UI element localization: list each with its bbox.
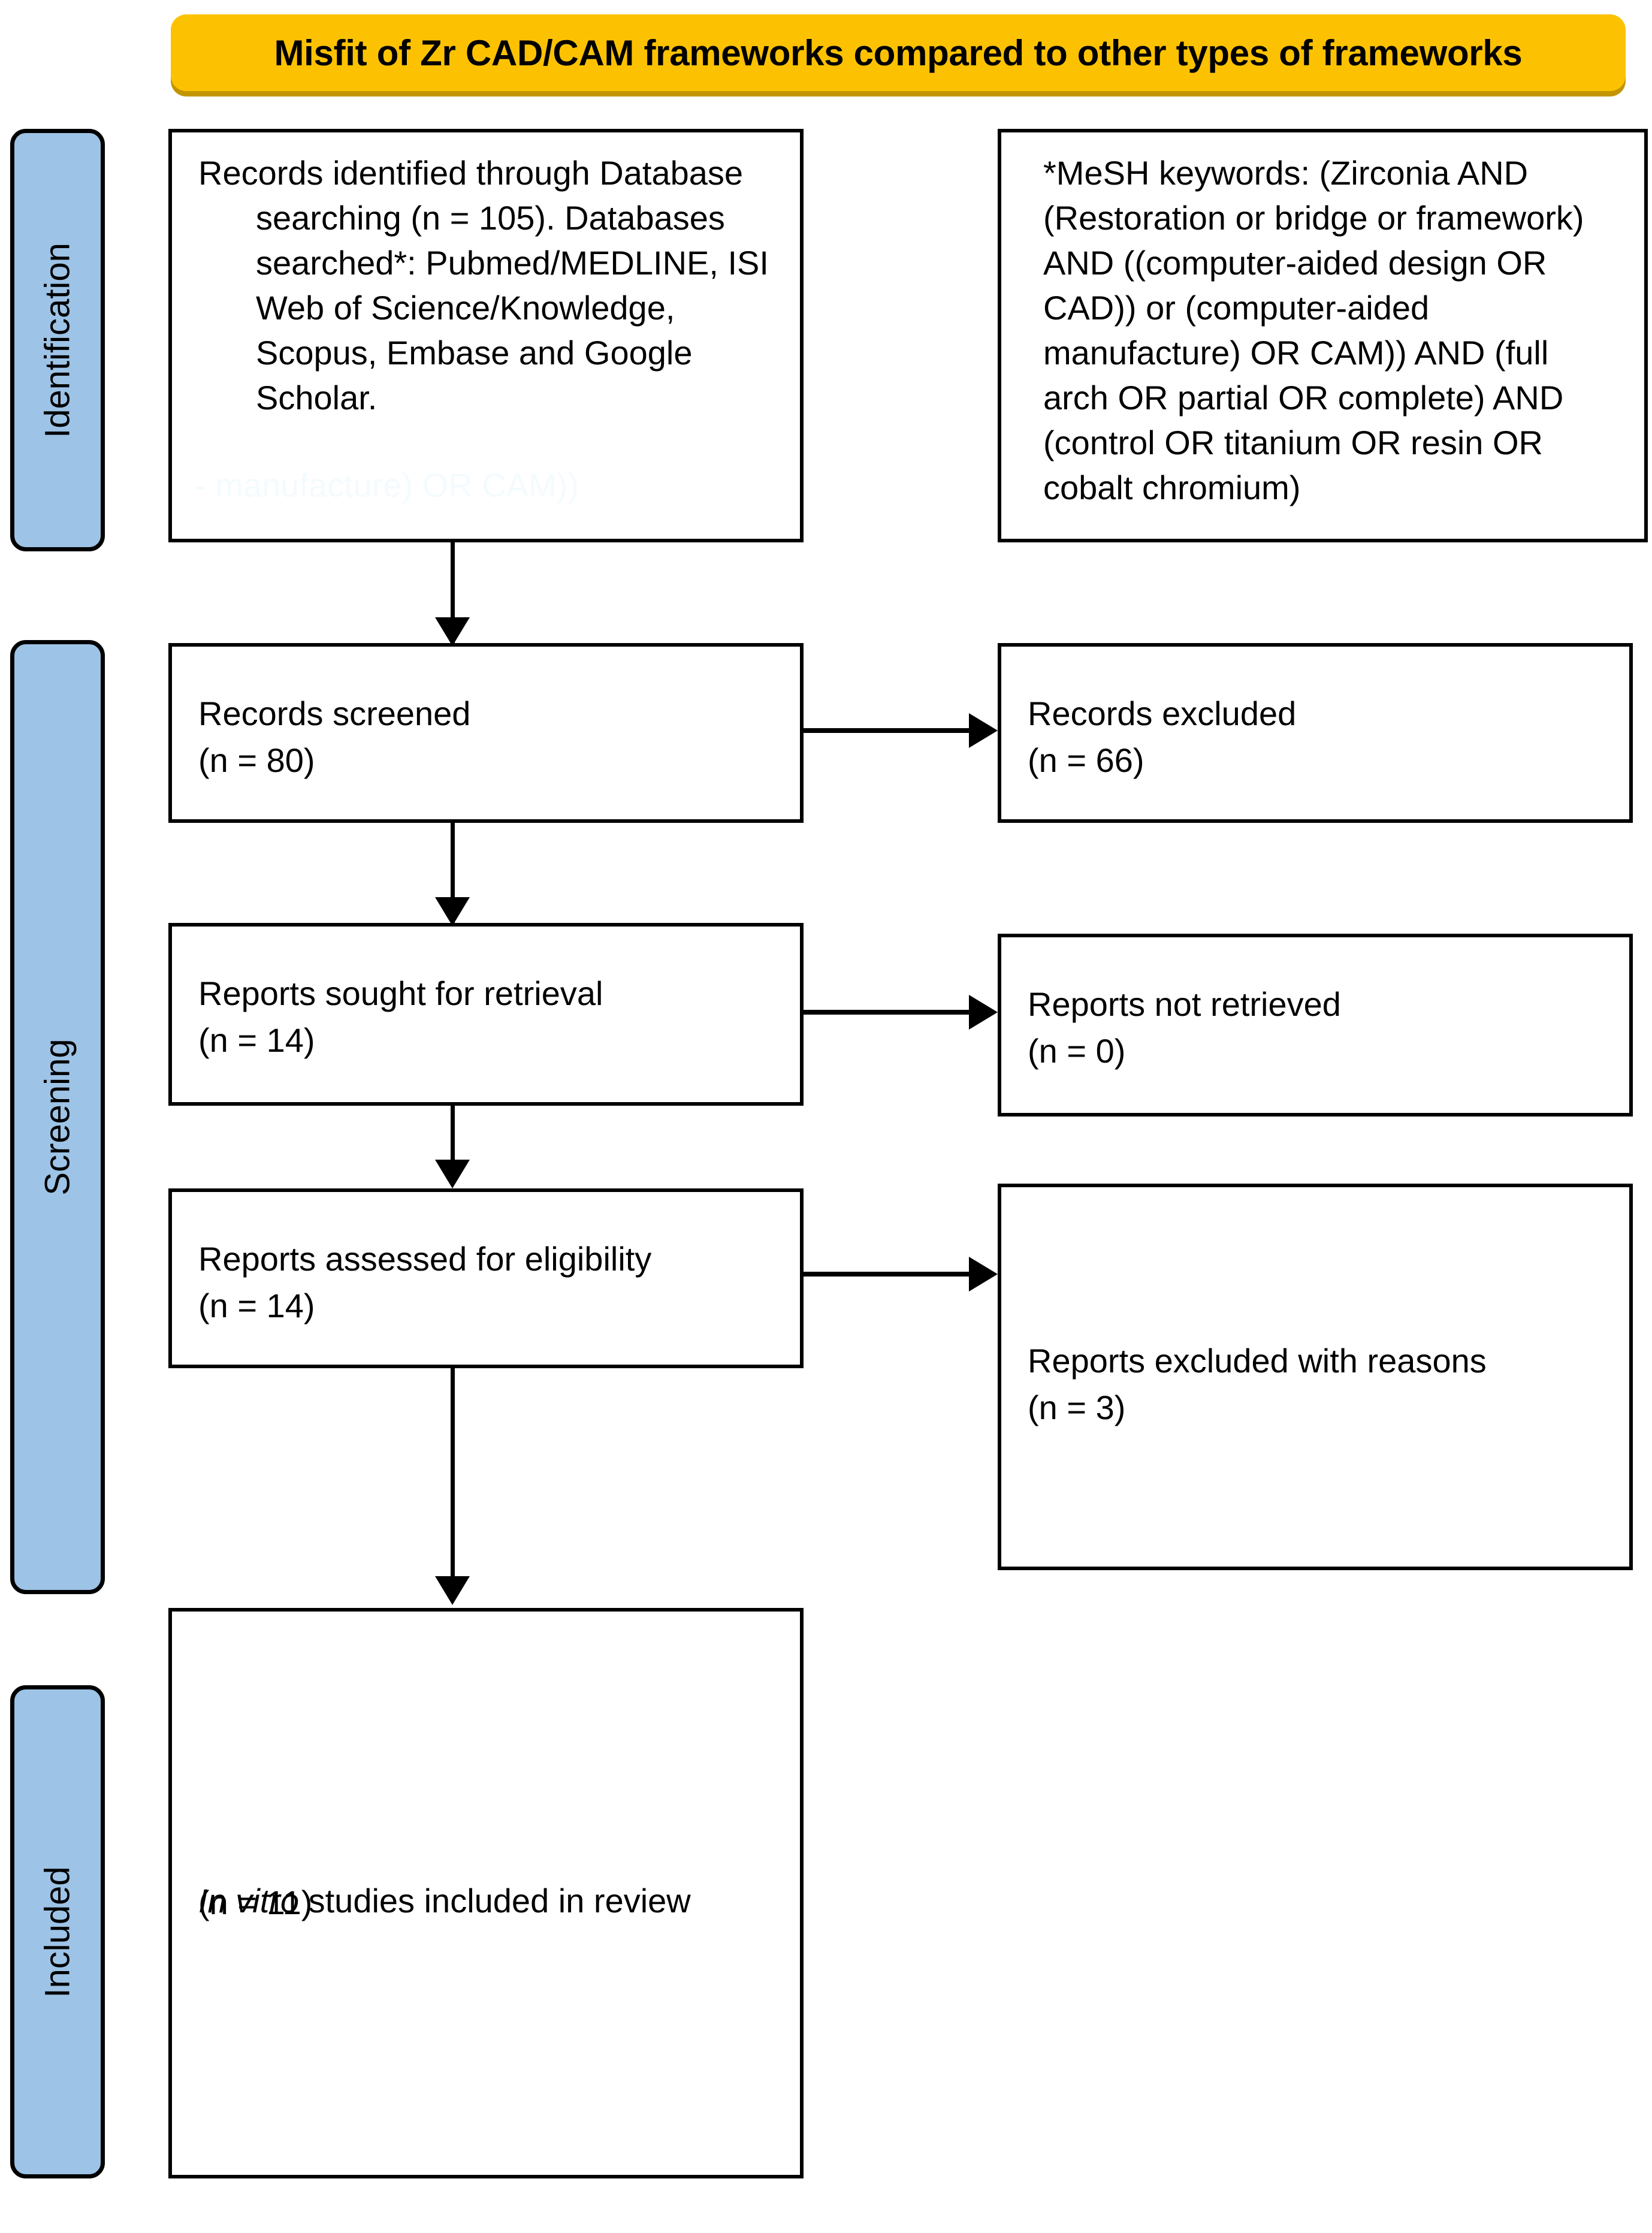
stage-label-identification: Identification	[38, 242, 77, 438]
connector-assessed-to-excludedreasons-arrow	[969, 1257, 998, 1291]
connector-identified-to-screened-arrow	[435, 617, 470, 646]
box-reports-excluded-with-reasons: Reports excluded with reasons (n = 3)	[998, 1184, 1633, 1570]
box-reports-not-retrieved-line1: Reports not retrieved	[1028, 985, 1341, 1023]
box-mesh-keywords-text: *MeSH keywords: (Zirconia AND (Restorati…	[1043, 154, 1584, 507]
box-records-excluded: Records excluded (n = 66)	[998, 643, 1633, 823]
connector-sought-to-notretrieved-arrow	[969, 995, 998, 1030]
box-reports-assessed: Reports assessed for eligibility (n = 14…	[168, 1188, 804, 1368]
connector-screened-to-sought-line	[451, 823, 455, 925]
box-reports-assessed-line2: (n = 14)	[198, 1287, 315, 1324]
connector-screened-to-excluded-arrow	[969, 713, 998, 748]
stage-bar-identification: Identification	[10, 129, 105, 551]
connector-sought-to-assessed-line	[451, 1106, 455, 1184]
box-reports-assessed-line1: Reports assessed for eligibility	[198, 1240, 652, 1278]
stage-bar-screening: Screening	[10, 640, 105, 1594]
box-studies-included-italic: In vitro	[198, 1882, 300, 1920]
page-title: Misfit of Zr CAD/CAM frameworks compared…	[274, 32, 1523, 73]
connector-assessed-to-included-arrow	[435, 1576, 470, 1605]
connector-sought-to-notretrieved-line	[804, 1010, 973, 1015]
box-records-excluded-line1: Records excluded	[1028, 695, 1297, 732]
box-records-identified: Records identified through Database sear…	[168, 129, 804, 542]
box-studies-included: In vitro studies included in review (n =…	[168, 1608, 804, 2178]
box-mesh-keywords: *MeSH keywords: (Zirconia AND (Restorati…	[998, 129, 1648, 542]
box-reports-excluded-with-reasons-line2: (n = 3)	[1028, 1389, 1126, 1426]
box-studies-included-rest: studies included in review	[299, 1882, 691, 1920]
box-studies-included-line2: (n = 11)	[198, 1884, 313, 1921]
connector-assessed-to-excludedreasons-line	[804, 1272, 973, 1277]
box-reports-sought-line1: Reports sought for retrieval	[198, 974, 603, 1012]
stage-label-included: Included	[38, 1866, 77, 1998]
stage-bar-included: Included	[10, 1685, 105, 2178]
stage-label-screening: Screening	[38, 1039, 77, 1196]
box-reports-sought: Reports sought for retrieval (n = 14)	[168, 923, 804, 1106]
box-records-screened-line2: (n = 80)	[198, 741, 315, 779]
box-studies-included-line1: In vitro studies included in review	[198, 1833, 782, 1923]
diagram-title-banner: Misfit of Zr CAD/CAM frameworks compared…	[171, 14, 1626, 91]
connector-sought-to-assessed-arrow	[435, 1160, 470, 1188]
box-reports-excluded-with-reasons-line1: Reports excluded with reasons	[1028, 1342, 1487, 1380]
box-records-screened: Records screened (n = 80)	[168, 643, 804, 823]
box-records-screened-line1: Records screened	[198, 695, 471, 732]
connector-screened-to-sought-arrow	[435, 897, 470, 926]
box-records-excluded-line2: (n = 66)	[1028, 741, 1144, 779]
connector-identified-to-screened-line	[451, 542, 455, 644]
box-reports-not-retrieved: Reports not retrieved (n = 0)	[998, 934, 1633, 1116]
connector-screened-to-excluded-line	[804, 728, 973, 733]
connector-assessed-to-included-line	[451, 1368, 455, 1581]
box-reports-not-retrieved-line2: (n = 0)	[1028, 1032, 1126, 1070]
box-reports-sought-line2: (n = 14)	[198, 1021, 315, 1059]
box-records-identified-text: Records identified through Database sear…	[198, 154, 769, 417]
